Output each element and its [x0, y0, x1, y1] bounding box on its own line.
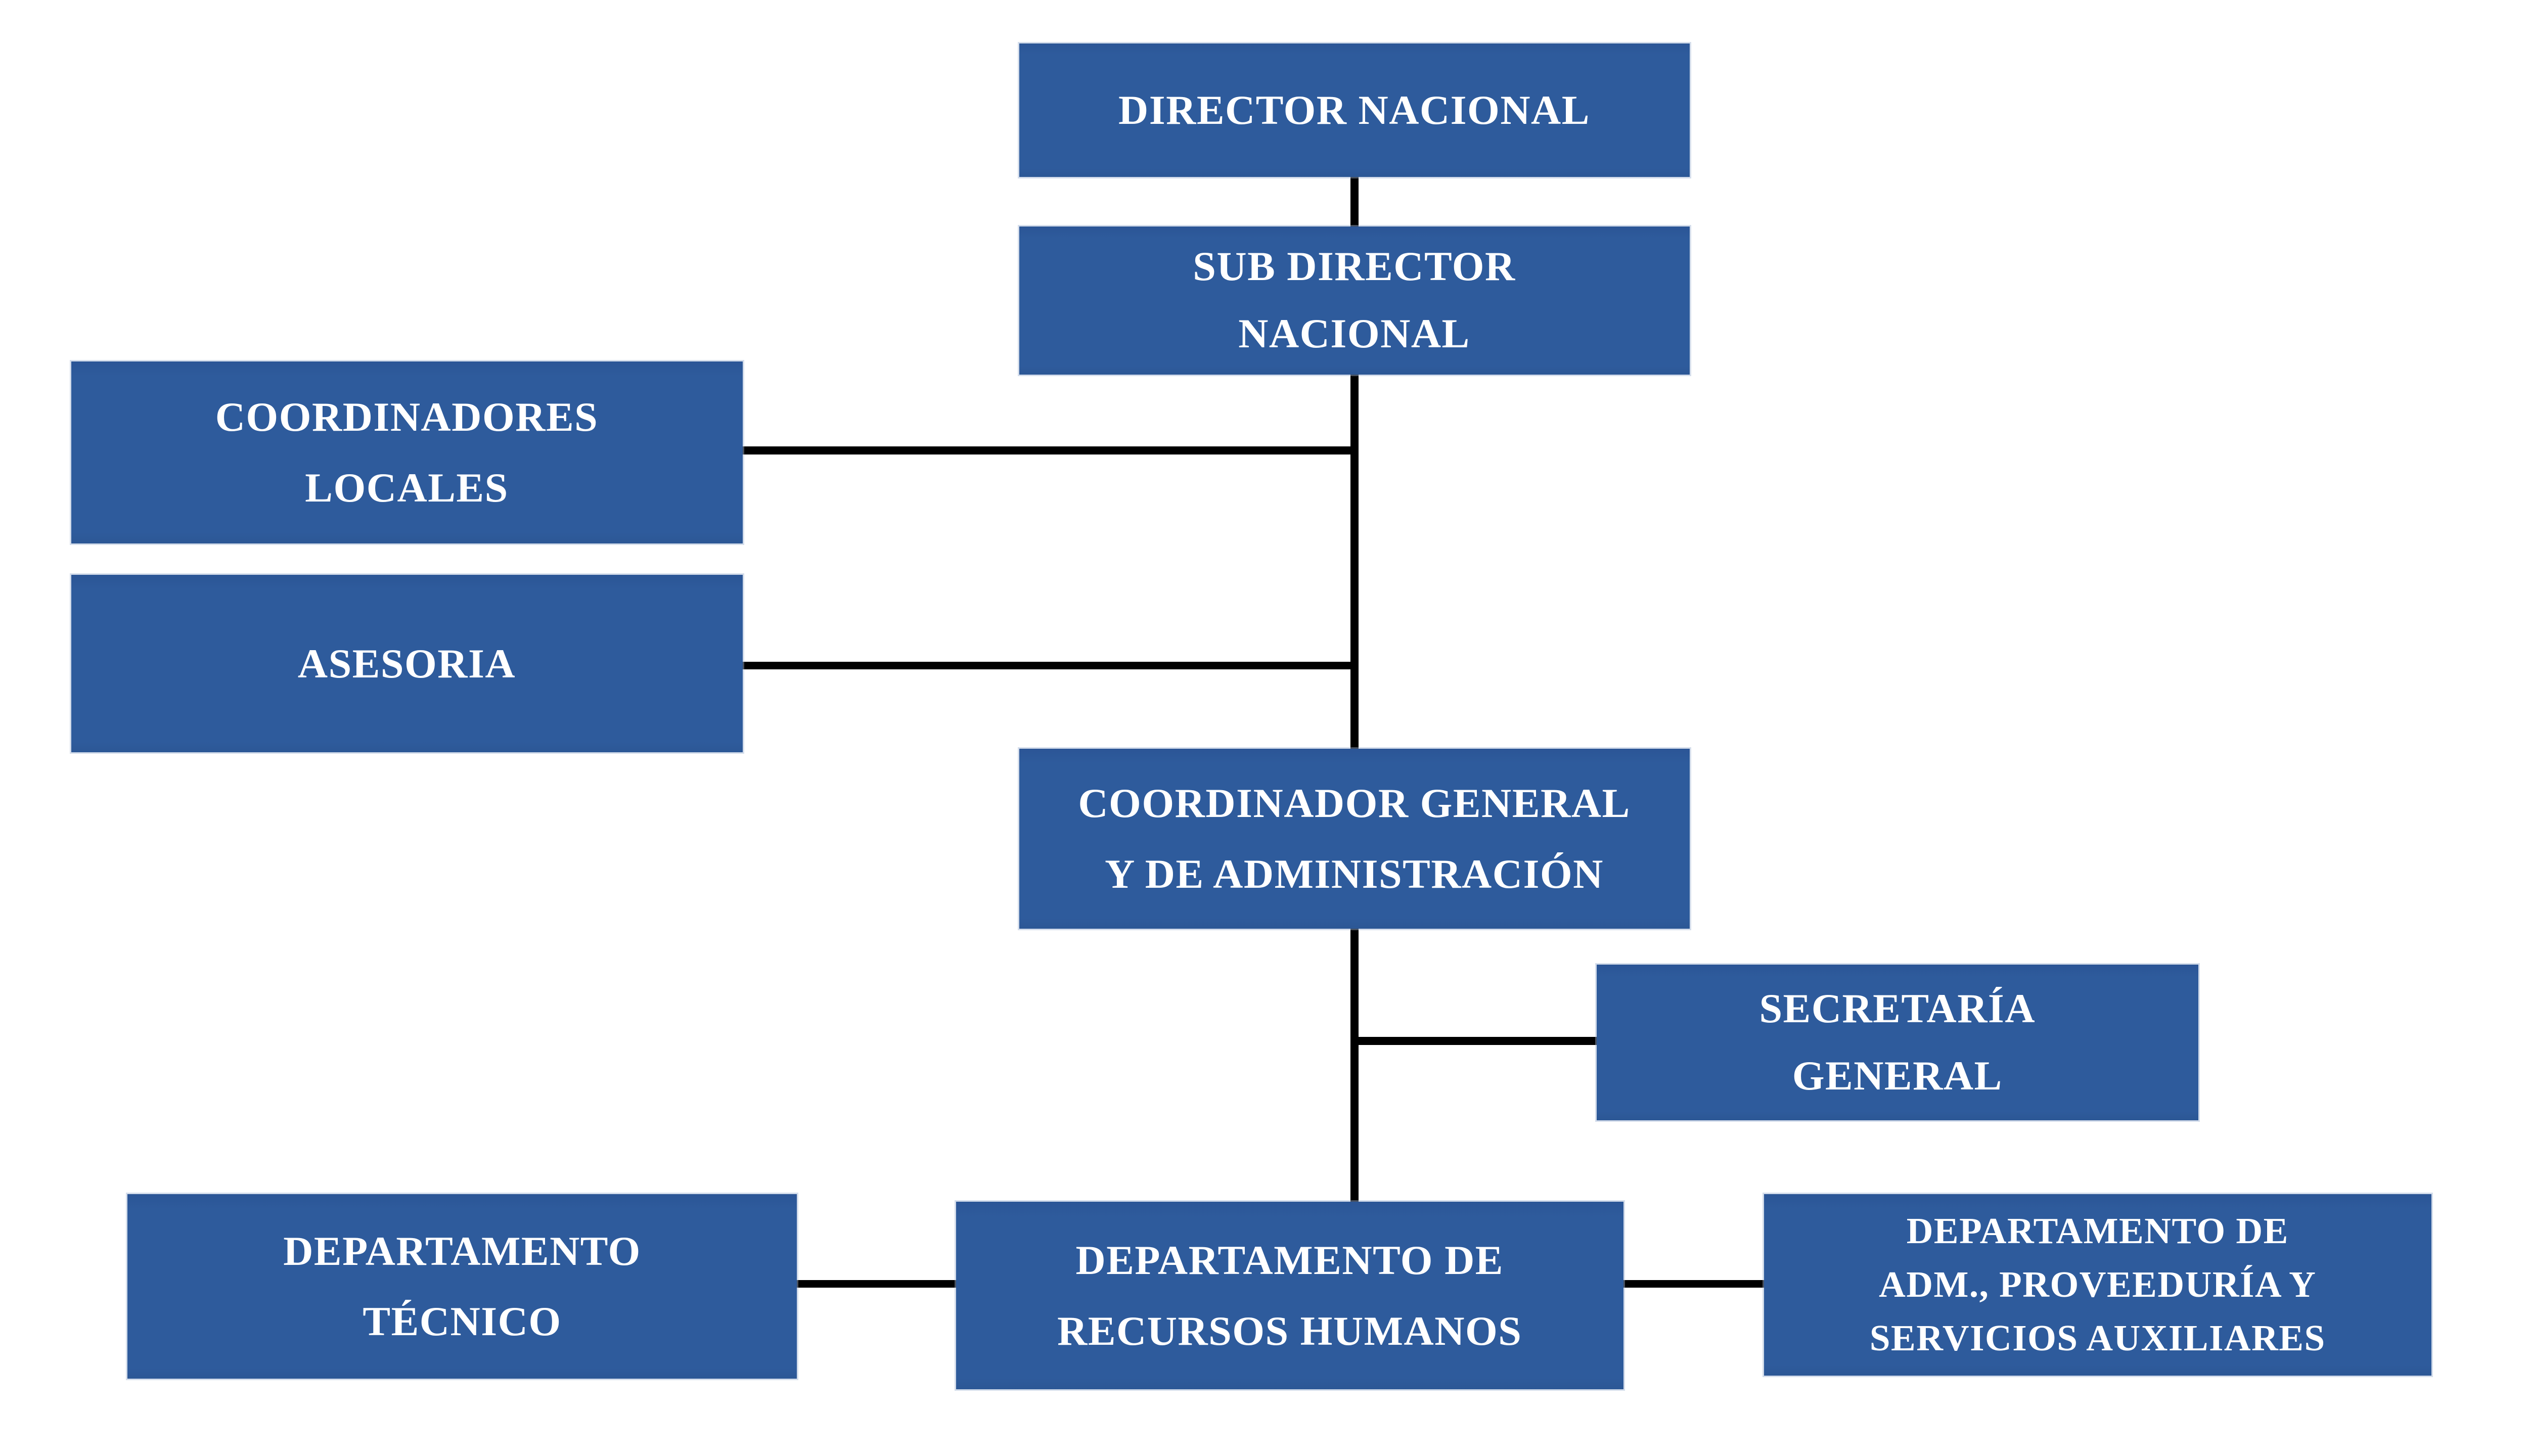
node-label-line: RECURSOS HUMANOS — [1057, 1307, 1522, 1354]
node-label-line: GENERAL — [1792, 1052, 2003, 1099]
node-label-line: SUB DIRECTOR — [1193, 243, 1516, 290]
org-node-coordinadores-locales: COORDINADORES LOCALES — [71, 361, 743, 543]
node-label-line: DIRECTOR NACIONAL — [1118, 87, 1590, 133]
org-chart: DIRECTOR NACIONAL SUB DIRECTOR NACIONAL … — [71, 43, 2431, 1389]
org-node-departamento-tecnico: DEPARTAMENTO TÉCNICO — [127, 1194, 797, 1379]
connector-subdirector-to-coordinador-general — [1350, 374, 1359, 749]
node-label-line: COORDINADOR GENERAL — [1078, 780, 1631, 827]
org-node-coordinador-general: COORDINADOR GENERAL Y DE ADMINISTRACIÓN — [1019, 748, 1690, 929]
node-label-line: LOCALES — [305, 464, 509, 511]
connector-director-to-subdirector — [1350, 176, 1359, 227]
org-node-departamento-recursos-humanos: DEPARTAMENTO DE RECURSOS HUMANOS — [956, 1202, 1623, 1389]
node-label-line: NACIONAL — [1238, 310, 1470, 356]
connector-tecnico-to-rrhh — [797, 1280, 956, 1288]
node-label-line: ASESORIA — [297, 640, 516, 687]
node-label-line: DEPARTAMENTO DE — [1075, 1237, 1504, 1284]
connector-trunk-to-secretaria-general — [1350, 1037, 1597, 1045]
node-label-line: SERVICIOS AUXILIARES — [1869, 1317, 2326, 1359]
connector-asesoria-to-trunk — [742, 661, 1359, 669]
node-label-line: Y DE ADMINISTRACIÓN — [1105, 850, 1604, 897]
org-node-sub-director-nacional: SUB DIRECTOR NACIONAL — [1019, 226, 1690, 375]
org-node-director-nacional: DIRECTOR NACIONAL — [1019, 43, 1690, 177]
node-label-line: TÉCNICO — [363, 1298, 562, 1344]
connector-coordinador-general-to-rrhh — [1350, 928, 1359, 1203]
node-label-line: ADM., PROVEEDURÍA Y — [1879, 1264, 2317, 1305]
node-label-line: DEPARTAMENTO DE — [1906, 1210, 2289, 1252]
org-node-asesoria: ASESORIA — [71, 574, 743, 752]
node-label-line: COORDINADORES — [215, 394, 599, 440]
connector-rrhh-to-adm — [1623, 1280, 1764, 1288]
org-node-departamento-adm-proveeduria: DEPARTAMENTO DE ADM., PROVEEDURÍA Y SERV… — [1764, 1194, 2431, 1376]
node-label-line: SECRETARÍA — [1759, 985, 2036, 1031]
connector-coordinadores-locales-to-trunk — [742, 446, 1359, 454]
org-node-secretaria-general: SECRETARÍA GENERAL — [1597, 965, 2198, 1120]
node-label-line: DEPARTAMENTO — [283, 1227, 641, 1274]
